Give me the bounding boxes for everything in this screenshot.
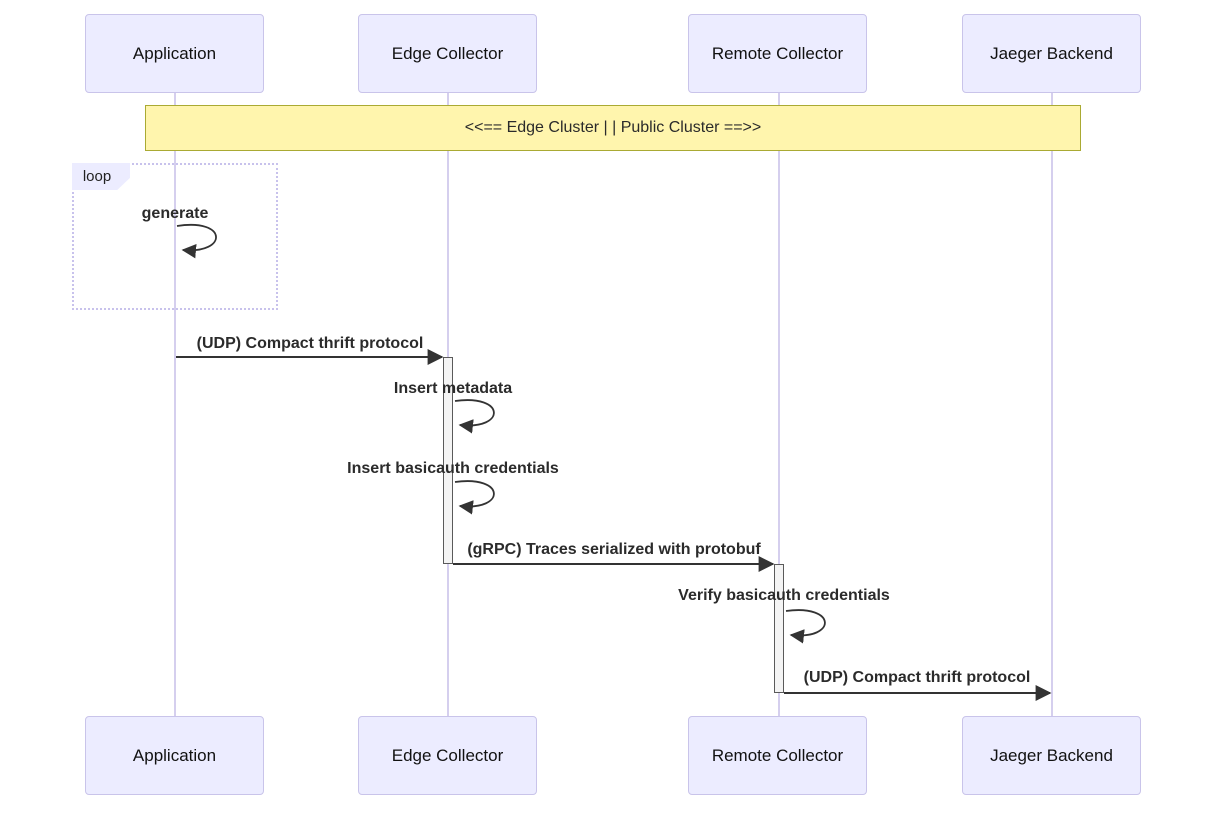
lifeline-application	[174, 93, 176, 716]
actor-top-remote-collector: Remote Collector	[688, 14, 867, 93]
loop-frame	[72, 163, 278, 310]
actor-label: Edge Collector	[391, 43, 504, 63]
actor-label: Edge Collector	[391, 745, 504, 765]
message-label-generate: generate	[141, 205, 209, 222]
message-label-udp-2: (UDP) Compact thrift protocol	[803, 669, 1031, 686]
actor-label: Application	[132, 43, 217, 63]
lifeline-jaeger-backend	[1051, 93, 1053, 716]
actor-label: Jaeger Backend	[990, 745, 1113, 765]
actor-top-edge-collector: Edge Collector	[358, 14, 537, 93]
loop-label: loop	[72, 163, 130, 190]
message-label-insert-basicauth: Insert basicauth credentials	[347, 460, 559, 477]
actor-bottom-remote-collector: Remote Collector	[688, 716, 867, 795]
activation-remote-collector	[774, 564, 784, 693]
note-text: <<== Edge Cluster | | Public Cluster ==>…	[464, 119, 762, 136]
self-arrow-insert-basicauth	[454, 480, 495, 515]
lifeline-remote-collector	[778, 93, 780, 716]
actor-bottom-edge-collector: Edge Collector	[358, 716, 537, 795]
loop-label-text: loop	[82, 168, 112, 185]
activation-edge-collector	[443, 357, 453, 564]
self-arrow-verify-basicauth	[785, 609, 826, 644]
message-label-verify-basicauth: Verify basicauth credentials	[678, 587, 890, 604]
actor-label: Jaeger Backend	[990, 43, 1113, 63]
self-arrow-insert-metadata	[454, 399, 495, 434]
actor-label: Remote Collector	[711, 43, 844, 63]
message-label-udp-1: (UDP) Compact thrift protocol	[196, 335, 424, 352]
actor-bottom-application: Application	[85, 716, 264, 795]
actor-label: Application	[132, 745, 217, 765]
actor-top-application: Application	[85, 14, 264, 93]
actor-top-jaeger-backend: Jaeger Backend	[962, 14, 1141, 93]
message-label-grpc: (gRPC) Traces serialized with protobuf	[467, 541, 761, 558]
message-label-insert-metadata: Insert metadata	[393, 380, 513, 397]
actor-label: Remote Collector	[711, 745, 844, 765]
cluster-note: <<== Edge Cluster | | Public Cluster ==>…	[145, 105, 1081, 151]
actor-bottom-jaeger-backend: Jaeger Backend	[962, 716, 1141, 795]
